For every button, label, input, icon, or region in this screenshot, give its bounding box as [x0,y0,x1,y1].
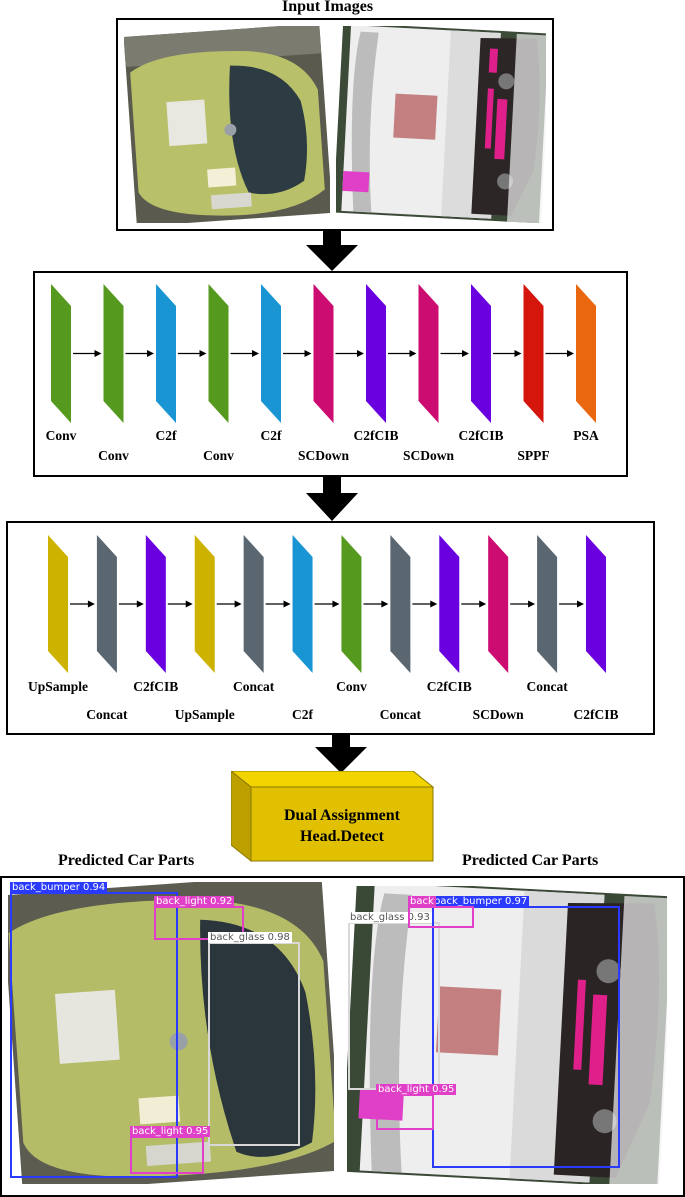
backbone-layer-label-7: SCDown [402,448,455,463]
neck-arrow-head-7 [430,600,438,608]
detection-box-back-light-bottom-left [130,1136,204,1174]
head-label-line2: Head.Detect [300,828,384,845]
neck-layer-11-c2fcib [586,535,606,673]
head-label-line1: Dual Assignment [283,807,401,824]
predicted-title-left: Predicted Car Parts [58,852,195,869]
backbone-layer-6-c2fcib [366,284,386,423]
backbone-layer-4-c2f [261,284,281,423]
backbone-arrow-head-5 [357,350,364,357]
neck-layer-label-4: Concat [233,679,275,694]
backbone-layer-label-1: Conv [98,448,129,463]
backbone-layer-2-c2f [156,284,176,423]
neck-layer-8-c2fcib [439,535,460,673]
input-image-left [124,26,330,223]
backbone-arrow-head-9 [567,350,574,357]
arrow-down-3 [315,735,367,773]
detection-label-back-bumper-right: back_bumper 0.97 [432,896,530,907]
neck-layer-1-concat [96,535,117,673]
backbone-layer-label-9: SPPF [517,448,550,463]
neck-layer-2-c2fcib [145,535,166,673]
neck-layer-label-7: Concat [379,707,421,722]
backbone-arrow-head-4 [304,350,312,357]
detection-label-back-light-top-left: back_light 0.92 [154,896,235,907]
backbone-layer-5-scdown [313,284,334,423]
neck-layer-label-10: Concat [526,679,568,694]
neck-arrow-head-9 [528,600,536,608]
backbone-layer-10-psa [576,284,596,423]
neck-layer-7-concat [390,535,411,673]
neck-layer-label-0: UpSample [27,679,89,694]
backbone-arrow-head-8 [514,350,522,357]
neck-layer-label-5: C2f [292,707,314,722]
backbone-diagram [51,284,596,423]
neck-layer-4-concat [243,535,264,673]
detection-box-back-small-right [408,906,474,928]
backbone-layer-label-6: C2fCIB [353,428,399,443]
neck-layer-label-11: C2fCIB [573,707,619,722]
backbone-arrow-head-0 [94,350,102,357]
detection-box-back-light-right [376,1094,434,1130]
neck-arrow-head-0 [87,600,95,608]
neck-diagram [48,535,606,673]
backbone-layer-7-scdown [418,284,439,423]
neck-arrow-head-1 [136,600,144,608]
detection-label-back-glass-right: back_glass 0.93 [348,912,432,923]
input-image-right [336,26,546,223]
neck-layer-label-2: C2fCIB [133,679,179,694]
neck-layer-9-scdown [488,535,509,673]
backbone-layer-0-conv [51,284,71,423]
backbone-layer-9-sppf [523,284,544,423]
neck-arrow-head-6 [381,600,389,608]
neck-layer-label-1: Concat [86,707,128,722]
predicted-title-right: Predicted Car Parts [462,852,599,869]
detection-box-back-glass-left [208,942,300,1146]
backbone-arrow-head-3 [252,350,259,357]
detection-box-back-bumper-right [432,906,620,1168]
backbone-layer-8-c2fcib [471,284,491,423]
neck-arrow-head-8 [479,600,487,608]
arrow-down-1 [306,231,358,271]
input-images-title: Input Images [282,0,374,15]
neck-layer-0-upsample [48,535,68,673]
detection-label-back-bumper-left: back_bumper 0.94 [10,882,108,893]
backbone-layer-label-0: Conv [45,428,77,443]
backbone-arrow-head-1 [147,350,154,357]
detection-box-back-light-top-left [154,906,244,940]
neck-arrow-head-10 [577,600,584,608]
neck-layer-label-9: SCDown [472,707,524,722]
predicted-image-right [347,886,667,1184]
detection-label-back-small-right: back [408,896,436,907]
backbone-layer-label-10: PSA [573,428,599,443]
backbone-arrow-head-7 [462,350,469,357]
backbone-layer-label-5: SCDown [297,448,350,463]
arrow-down-2 [306,477,358,521]
dual-assignment-head-block [231,771,435,863]
neck-arrow-head-5 [332,600,340,608]
neck-arrow-head-2 [185,600,193,608]
backbone-arrow-head-2 [199,350,207,357]
neck-layer-label-8: C2fCIB [426,679,472,694]
neck-arrow-head-4 [283,600,291,608]
backbone-layer-1-conv [103,284,124,423]
backbone-layer-label-8: C2fCIB [458,428,504,443]
head-label: Dual Assignment Head.Detect [251,805,433,847]
neck-layer-10-concat [537,535,558,673]
backbone-arrow-head-6 [409,350,417,357]
neck-arrow-head-3 [234,600,242,608]
detection-box-back-bumper-left [10,892,178,1178]
backbone-layer-label-2: C2f [155,428,177,443]
neck-layer-5-c2f [292,535,313,673]
neck-layer-3-upsample [194,535,215,673]
neck-layer-6-conv [341,535,362,673]
detection-box-back-glass-right [348,922,440,1090]
detection-label-back-light-bottom-left: back_light 0.95 [130,1126,211,1137]
backbone-layer-3-conv [208,284,229,423]
neck-layer-label-6: Conv [336,679,367,694]
backbone-layer-label-3: Conv [203,448,234,463]
backbone-layer-label-4: C2f [260,428,282,443]
detection-label-back-light-right: back_light 0.95 [376,1084,457,1095]
neck-layer-label-3: UpSample [174,707,235,722]
detection-label-back-glass-left: back_glass 0.98 [208,932,292,943]
